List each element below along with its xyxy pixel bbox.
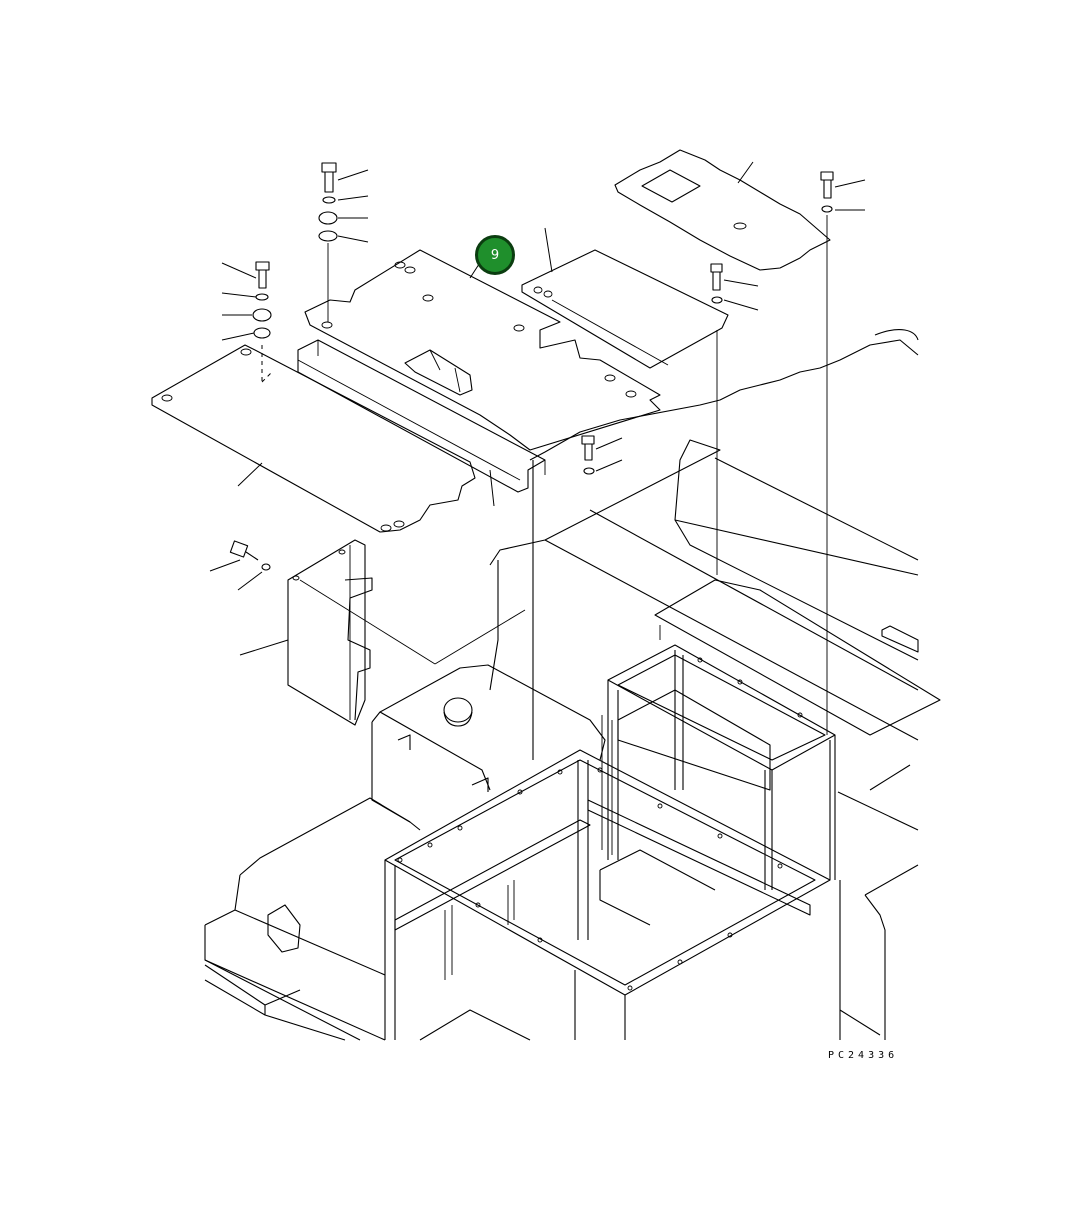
left-deck bbox=[204, 797, 531, 1041]
frame-rivets bbox=[397, 657, 803, 991]
fastener-stack-mid bbox=[710, 263, 759, 575]
right-lower-body bbox=[599, 849, 919, 1040]
side-bracket bbox=[209, 539, 526, 726]
drawing-reference-code: PC24336 bbox=[828, 1050, 899, 1061]
left-floor-plate bbox=[151, 344, 476, 533]
main-cover-plate bbox=[304, 249, 661, 451]
right-cover-plate bbox=[521, 227, 729, 369]
fastener-stack-right bbox=[820, 171, 866, 735]
far-top-plate bbox=[614, 149, 831, 271]
fastener-stack-top-left bbox=[318, 162, 369, 322]
hydraulic-tank bbox=[371, 664, 606, 823]
engine-hood bbox=[489, 329, 919, 831]
callout-number-badge[interactable]: 9 bbox=[475, 235, 515, 275]
angle-rail bbox=[297, 339, 546, 507]
fastener-stack-plate-edge bbox=[581, 435, 623, 475]
rear-upper-frame bbox=[607, 579, 941, 890]
cab-frame bbox=[384, 460, 841, 1040]
fastener-stack-left bbox=[221, 261, 273, 383]
